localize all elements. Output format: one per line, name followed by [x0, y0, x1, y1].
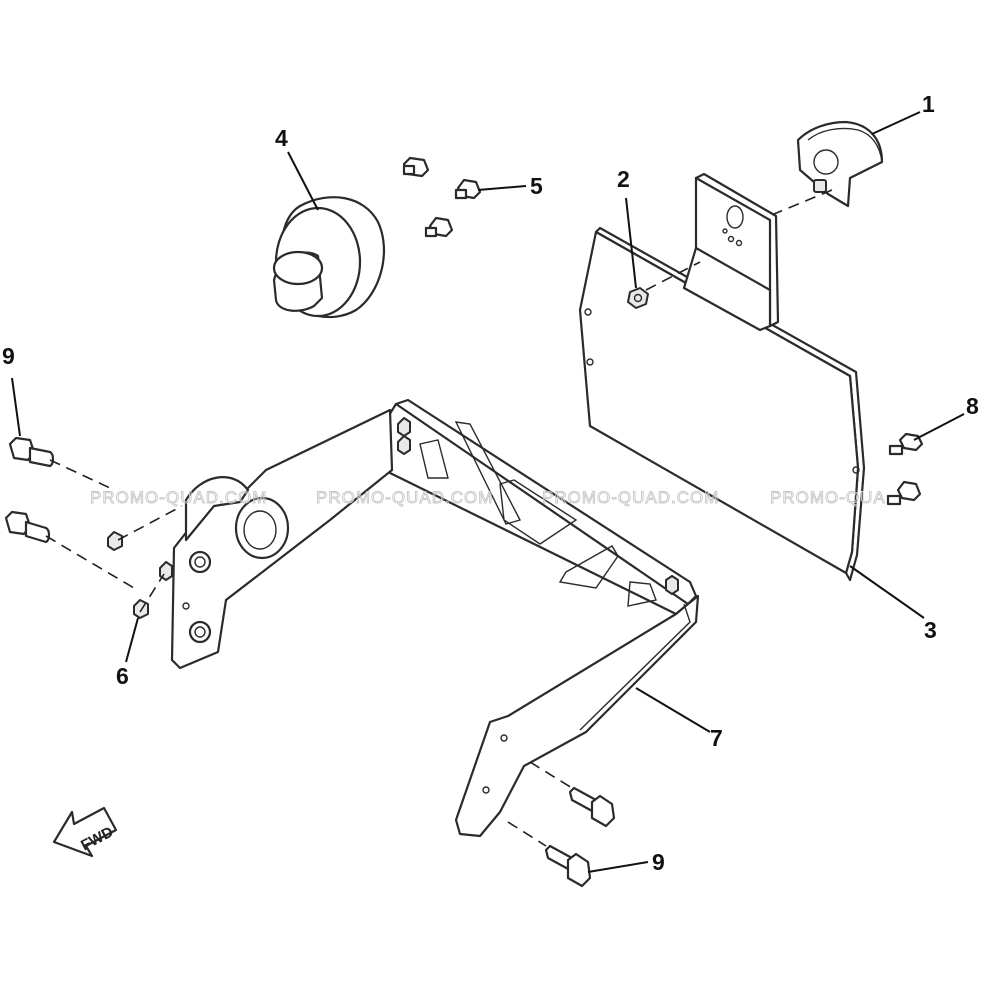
watermark-3: PROMO-QUAD.COM	[542, 488, 719, 507]
part-6-nuts	[107, 531, 173, 619]
callout-4: 4	[275, 125, 288, 151]
assembly-lines	[45, 189, 833, 847]
watermark-4: PROMO-QUA	[770, 488, 886, 507]
callout-1: 1	[922, 91, 935, 117]
part-1-light	[796, 120, 884, 208]
leader-lines	[11, 111, 965, 873]
watermark-1: PROMO-QUAD.COM	[90, 488, 267, 507]
part-9-bolts	[4, 436, 616, 888]
part-3-plate-bracket	[578, 172, 866, 582]
callout-9-left: 9	[2, 343, 15, 369]
watermark-2: PROMO-QUAD.COM	[316, 488, 493, 507]
callout-2: 2	[617, 166, 630, 192]
part-7-main-bracket	[170, 398, 700, 838]
part-4-damper	[272, 196, 386, 319]
callout-labels: 1 2 3 4 5 6 7 8 9 9	[2, 91, 979, 875]
callout-9-bottom: 9	[652, 849, 665, 875]
fwd-arrow-icon: FWD	[52, 806, 118, 858]
callout-6: 6	[116, 663, 129, 689]
callout-8: 8	[966, 393, 979, 419]
watermarks: PROMO-QUAD.COM PROMO-QUAD.COM PROMO-QUAD…	[90, 488, 886, 508]
callout-5: 5	[530, 173, 543, 199]
part-8-screws	[886, 432, 924, 506]
callout-3: 3	[924, 617, 937, 643]
callout-7: 7	[710, 725, 723, 751]
part-5-screws	[402, 156, 482, 238]
part-2-nut	[627, 287, 649, 309]
